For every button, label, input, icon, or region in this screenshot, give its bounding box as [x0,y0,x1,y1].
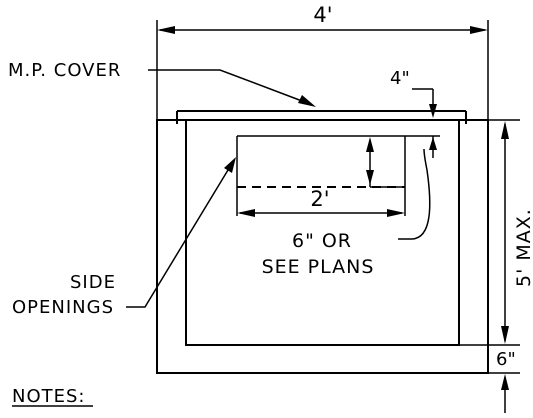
mp-cover-leader [148,69,316,107]
inner-box-outline [185,119,460,346]
wall-thickness-dimension [501,374,509,413]
notes-heading: NOTES: [12,386,86,407]
opening-width-label: 2' [310,187,329,211]
opening-height-label-line2: SEE PLANS [262,256,375,278]
wall-thickness-label: 6" [496,349,516,370]
opening-height-label-line1: 6" OR [292,230,352,252]
side-openings-label-line1: SIDE [70,272,116,293]
max-height-label: 5' MAX. [513,208,533,287]
opening-height-leader [398,148,431,240]
mp-cover-plate [176,110,467,124]
max-height-dimension [459,119,520,374]
cover-depth-dimension [412,88,437,118]
side-opening [236,135,440,216]
mp-cover-label: M.P. COVER [8,60,121,81]
cover-depth-label: 4" [390,68,410,89]
opening-height-dimension [366,136,437,188]
top-width-label: 4' [313,3,332,27]
side-openings-label-line2: OPENINGS [12,297,114,318]
opening-width-dimension [237,209,405,217]
side-openings-leader [126,157,236,308]
